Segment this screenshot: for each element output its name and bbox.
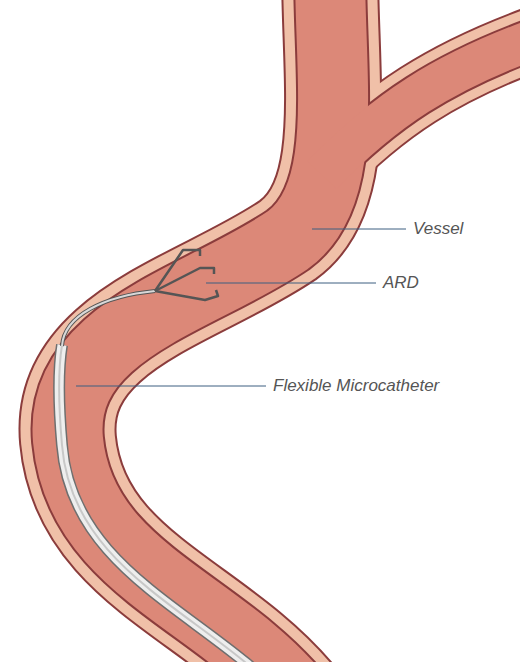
- ard-wire-core: [62, 291, 155, 346]
- microcatheter-body: [59, 345, 290, 662]
- vessel-wall: [67, 0, 333, 662]
- vessel-outline: [67, 0, 333, 662]
- microcatheter-outline: [59, 345, 290, 662]
- leader-line: [312, 229, 406, 230]
- part-label: ARD: [383, 272, 419, 294]
- part-label: Vessel: [413, 218, 463, 240]
- part-label: Flexible Microcatheter: [273, 375, 439, 397]
- vessel-branch-lumen: [322, 30, 520, 175]
- microcatheter-lumen-line: [59, 345, 290, 662]
- leader-line: [76, 386, 266, 387]
- ard-prong: [155, 268, 214, 291]
- ard-wire: [62, 291, 155, 346]
- vessel-lumen: [67, 0, 333, 662]
- ard-prong: [155, 290, 218, 300]
- vessel-inner-outline: [67, 0, 333, 662]
- leader-line: [206, 283, 376, 284]
